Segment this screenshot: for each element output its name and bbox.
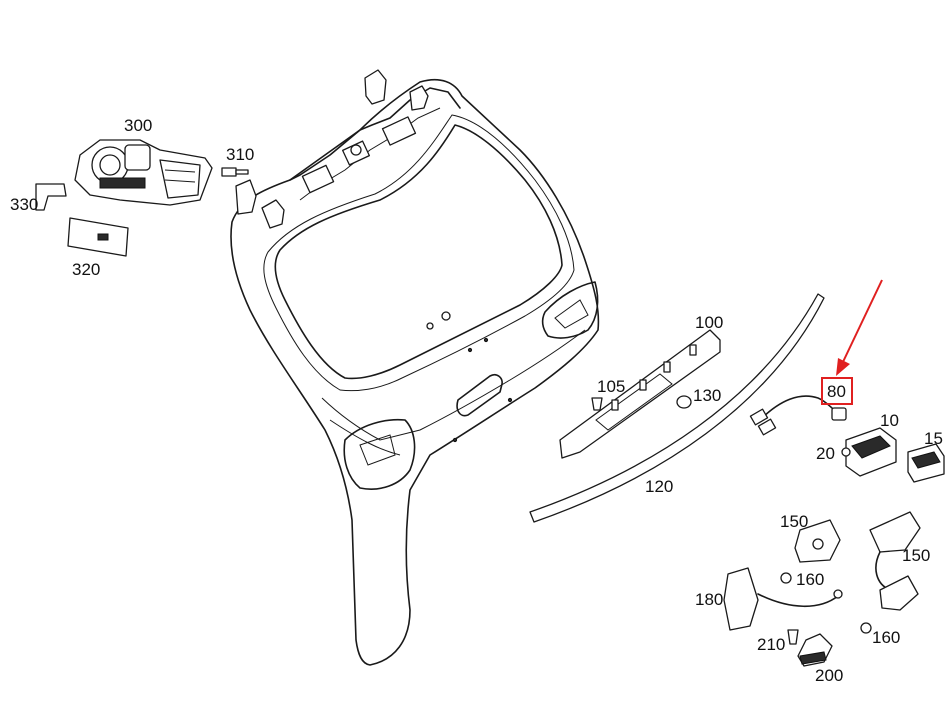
label-100: 100 xyxy=(695,313,723,332)
label-150-right: 150 xyxy=(902,546,930,565)
label-160-right: 160 xyxy=(872,628,900,647)
part-180-drawing xyxy=(723,567,843,631)
part-200-drawing xyxy=(797,633,833,667)
part-100-drawing xyxy=(559,329,721,459)
label-15: 15 xyxy=(924,429,943,448)
part-130-drawing xyxy=(676,395,692,409)
highlight-arrow xyxy=(836,279,883,376)
label-320: 320 xyxy=(72,260,100,279)
label-310: 310 xyxy=(226,145,254,164)
part-120-drawing xyxy=(529,293,825,523)
liftgate-drawing xyxy=(230,69,600,666)
highlight-box-80[interactable] xyxy=(821,377,853,405)
part-150-right-drawing xyxy=(869,511,921,611)
part-150-left-drawing xyxy=(794,519,841,563)
part-10-drawing xyxy=(845,427,897,477)
part-160-right-drawing xyxy=(860,622,872,634)
part-300-drawing xyxy=(74,139,213,206)
part-310-drawing xyxy=(221,167,249,177)
label-300: 300 xyxy=(124,116,152,135)
part-210-drawing xyxy=(787,629,799,645)
label-150-left: 150 xyxy=(780,512,808,531)
part-20-drawing xyxy=(841,447,851,457)
label-105: 105 xyxy=(597,377,625,396)
label-120: 120 xyxy=(645,477,673,496)
label-330: 330 xyxy=(10,195,38,214)
part-330-drawing xyxy=(35,183,67,211)
label-210: 210 xyxy=(757,635,785,654)
label-80[interactable]: 80 xyxy=(827,382,846,401)
part-160-left-drawing xyxy=(780,572,792,584)
label-10: 10 xyxy=(880,411,899,430)
label-20: 20 xyxy=(816,444,835,463)
label-160-left: 160 xyxy=(796,570,824,589)
part-80-drawing xyxy=(749,395,847,436)
part-320-drawing xyxy=(67,217,129,257)
part-105-drawing xyxy=(591,397,603,411)
part-15-drawing xyxy=(907,443,945,483)
label-130: 130 xyxy=(693,386,721,405)
label-200: 200 xyxy=(815,666,843,685)
label-180: 180 xyxy=(695,590,723,609)
